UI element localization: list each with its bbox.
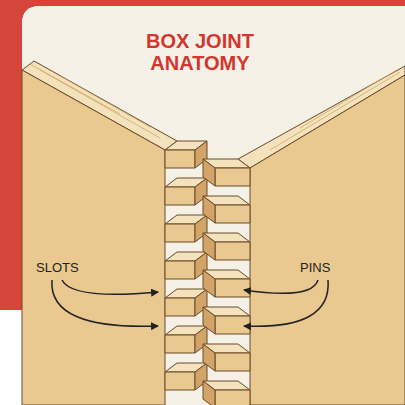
left-board bbox=[22, 61, 207, 405]
right-board bbox=[203, 66, 405, 405]
panel bbox=[22, 6, 405, 405]
part-label: PINS bbox=[300, 260, 330, 276]
leader-arrows bbox=[52, 280, 328, 326]
part-label: SLOTS bbox=[36, 260, 79, 276]
diagram-title: BOX JOINT ANATOMY bbox=[120, 30, 280, 74]
